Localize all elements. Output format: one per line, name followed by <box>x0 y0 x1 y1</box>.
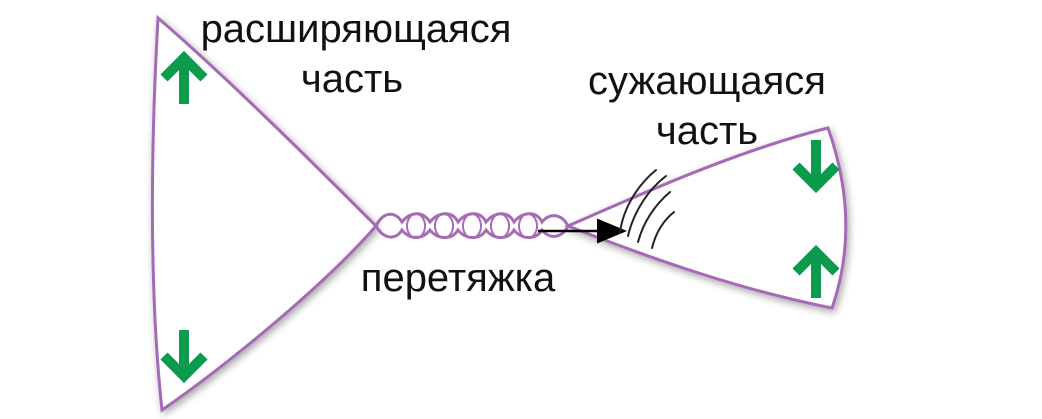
right-bottom-arrow <box>792 244 840 298</box>
expanding-cone-outline <box>150 14 379 413</box>
left-top-arrow <box>160 50 208 104</box>
left-bottom-arrow <box>160 330 208 384</box>
neck-label: перетяжка <box>361 256 556 300</box>
down-arrow-icon <box>160 330 208 384</box>
up-arrow-icon <box>160 50 208 104</box>
contracting-part-label-line1: сужающаяся <box>588 59 826 103</box>
neck-twist <box>374 212 570 239</box>
contracting-part-label-line2: часть <box>656 109 758 153</box>
up-arrow-icon <box>792 244 840 298</box>
expanding-part-label-line2: часть <box>301 57 403 101</box>
down-arrow-icon <box>792 140 840 194</box>
contracting-cone-outline <box>564 126 848 310</box>
expanding-part-label-line1: расширяющаяся <box>201 7 512 51</box>
right-top-arrow <box>792 140 840 194</box>
motion-lines-icon <box>619 169 675 249</box>
